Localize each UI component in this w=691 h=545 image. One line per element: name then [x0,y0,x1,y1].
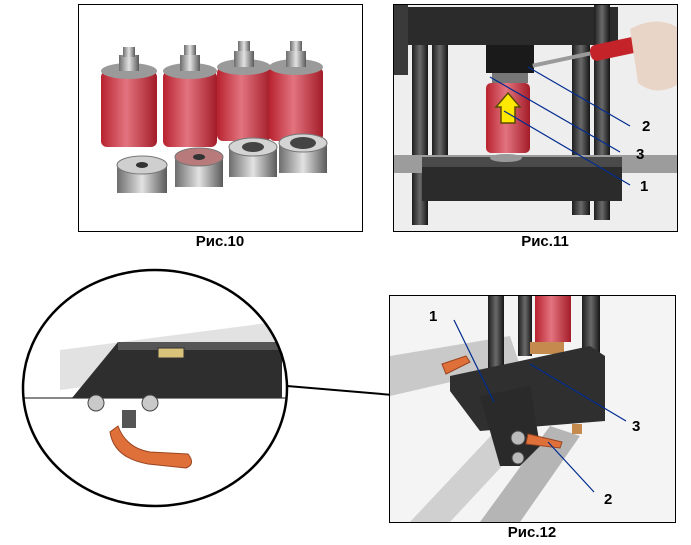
leader-line-3 [489,76,621,153]
ring-2 [174,147,224,187]
figure-11-callout-1: 1 [640,178,649,195]
zoomed-bracket [72,342,282,398]
figure-11-photo [394,5,677,231]
figure-12-caption: Рис.12 [507,524,557,541]
figure-10-photo [101,41,328,193]
fig12-leader-3 [529,363,627,422]
cylinder-4 [269,41,323,141]
figure-12-photo [390,296,675,522]
cylinder-3 [217,41,271,141]
figure-12-callout-3: 3 [632,418,641,435]
figure-11-callout-2: 2 [642,118,651,135]
leader-line-2 [527,66,631,127]
figure-11-caption: Рис.11 [521,233,569,250]
level-vial [157,347,185,359]
figure-10-caption: Рис.10 [195,233,245,250]
up-arrow-icon [494,91,522,124]
ring-3 [228,137,278,177]
ring-4 [278,133,328,173]
cylinder-2 [163,45,217,147]
figure-11-callout-3: 3 [636,146,645,163]
ring-1 [116,155,168,193]
fig12-leader-1 [453,319,495,403]
figure-12-callout-2: 2 [604,491,613,508]
zoom-circle [21,268,289,508]
figure-12-callout-1: 1 [429,308,438,325]
figure-10-frame [78,4,363,232]
figure-11-frame [393,4,678,232]
fig12-leader-2 [547,441,595,493]
cylinder-1 [101,47,157,147]
figure-12-frame [389,295,676,523]
lever-handle [109,425,192,469]
leader-line-1 [503,110,631,186]
